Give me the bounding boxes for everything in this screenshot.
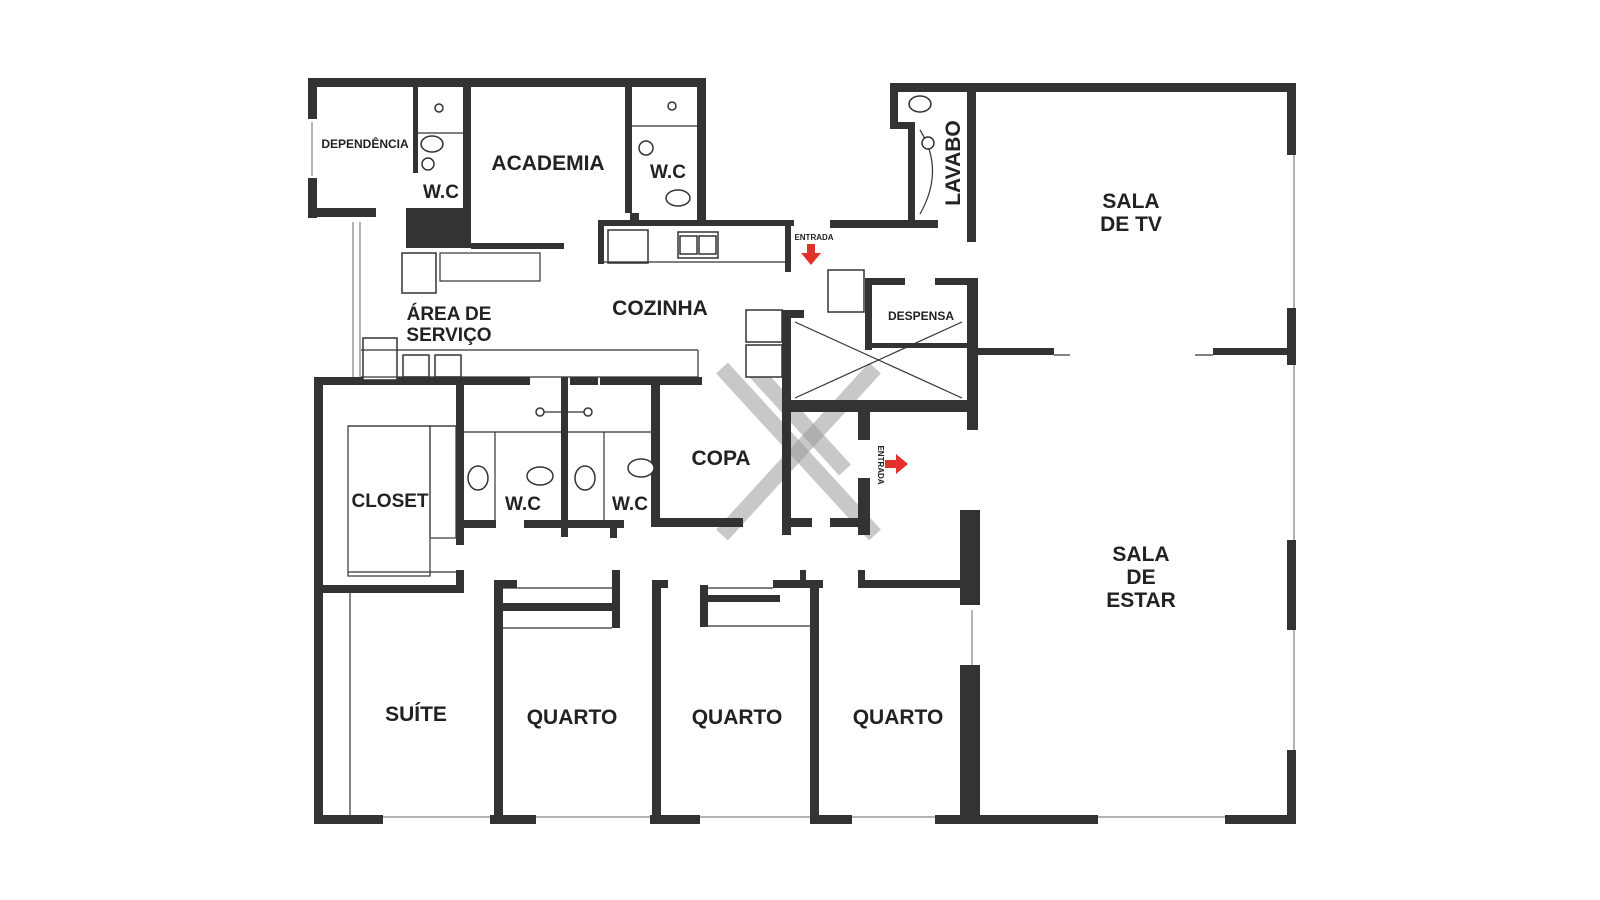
room-label-wc-2: W.C [612,494,648,515]
room-label-area-servico-line2: SERVIÇO [406,325,491,346]
walls [308,78,1296,824]
room-label-sala-estar-line3: ESTAR [1106,589,1176,612]
windows [311,122,1295,818]
room-label-lavabo: LAVABO [942,120,965,206]
room-label-area-servico-line1: ÁREA DE [407,303,492,325]
room-label-academia: ACADEMIA [491,152,604,175]
room-label-closet: CLOSET [351,491,428,512]
room-label-wc-academia: W.C [650,162,686,183]
room-label-wc-1: W.C [505,494,541,515]
fixtures [347,95,1213,815]
entrance-arrow-down-icon [801,244,821,265]
entrance-arrow-right-icon [885,454,908,474]
room-label-quarto-1: QUARTO [527,706,618,729]
room-label-quarto-2: QUARTO [692,706,783,729]
room-label-wc-dependencia: W.C [423,182,459,203]
entrance-label-top: ENTRADA [794,233,833,242]
room-label-despensa: DESPENSA [888,309,954,323]
room-label-cozinha: COZINHA [612,297,708,320]
room-label-sala-tv-line2: DE TV [1100,213,1162,236]
room-label-sala-estar-line2: DE [1126,566,1155,589]
room-label-sala-tv-line1: SALA [1102,190,1159,213]
room-label-sala-estar-line1: SALA [1112,543,1169,566]
room-label-copa: COPA [691,447,750,470]
room-label-quarto-3: QUARTO [853,706,944,729]
entrance-label-side: ENTRADA [876,445,885,484]
watermark-x-logo [716,362,881,541]
room-label-dependencia: DEPENDÊNCIA [321,136,409,151]
room-label-suite: SUÍTE [385,703,447,726]
